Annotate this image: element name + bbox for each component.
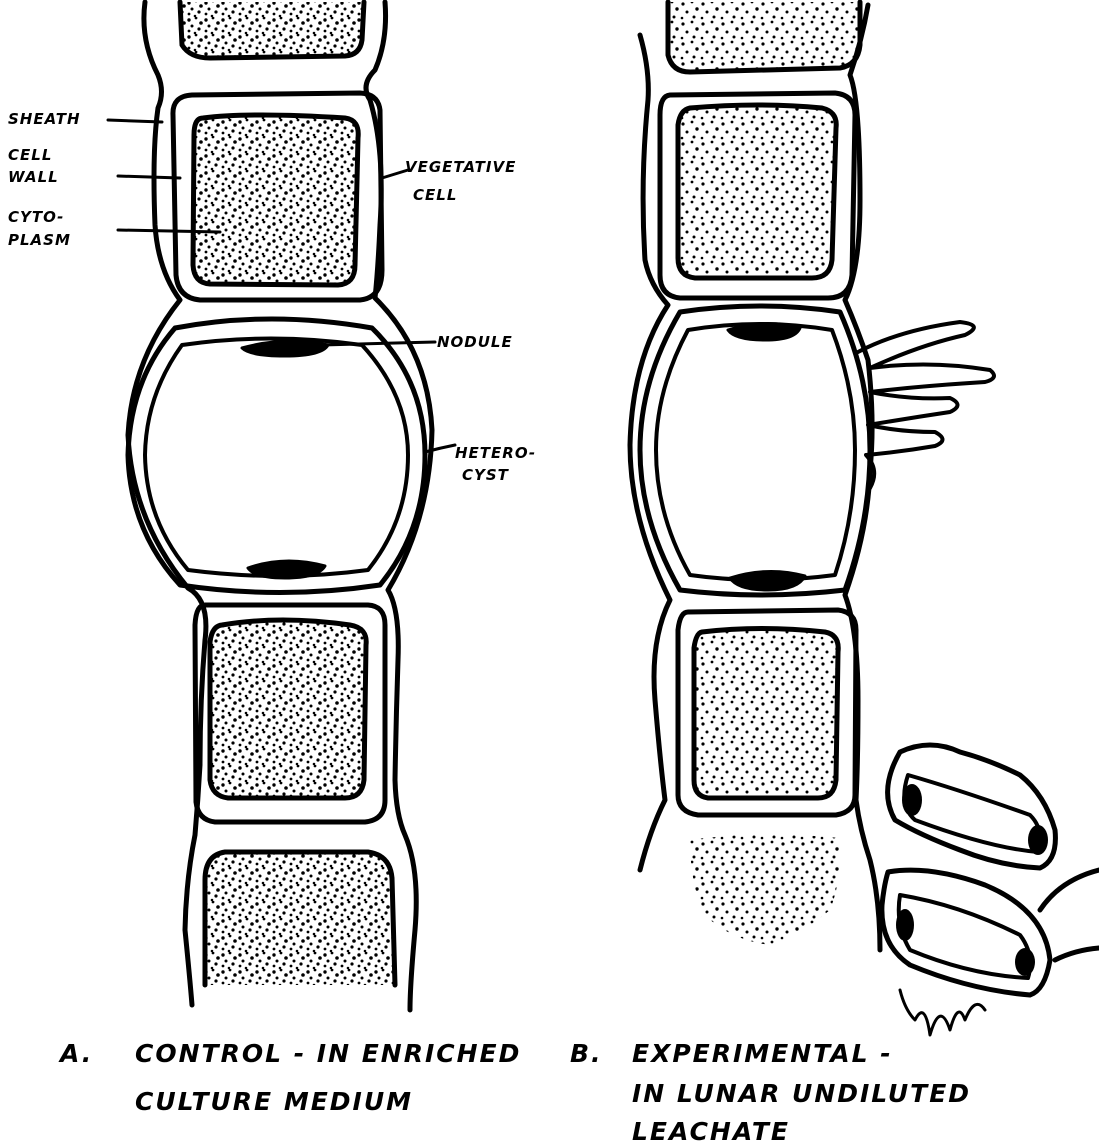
label-cytoplasm-2: PLASM <box>8 231 71 249</box>
sheath-leader <box>108 120 162 122</box>
label-nodule: NODULE <box>437 333 513 351</box>
caption-b-line2: IN LUNAR UNDILUTED <box>632 1079 971 1108</box>
cell-wall-leader <box>118 176 180 178</box>
b-top-cut-cell <box>668 2 860 72</box>
caption-b-line1: EXPERIMENTAL - <box>632 1039 893 1068</box>
label-cell-wall-2: WALL <box>8 168 59 186</box>
caption-b-line3: LEACHATE <box>632 1117 790 1143</box>
panel-b <box>630 2 1099 1035</box>
bottom-cut-cell <box>205 852 395 985</box>
b-disintegrating-cell <box>690 834 840 945</box>
cytoplasm-1 <box>193 115 358 285</box>
caption-a-letter: A. <box>58 1039 93 1068</box>
b-nodule-top <box>728 323 800 340</box>
label-vegetative-2: CELL <box>413 186 457 204</box>
cytoplasm-2 <box>210 620 366 798</box>
b-heterocyst-outer <box>640 306 870 595</box>
b-nodule-bottom <box>730 571 805 590</box>
b-heterocyst-inner <box>656 324 855 580</box>
caption-a-line2: CULTURE MEDIUM <box>135 1087 413 1116</box>
detached-cell-fringe <box>900 990 985 1035</box>
cytoplasm-leader <box>118 230 220 232</box>
top-cut-cell <box>180 2 364 58</box>
finger-projections <box>858 322 994 488</box>
nodule-bottom <box>248 561 325 578</box>
label-vegetative-1: VEGETATIVE <box>405 158 516 176</box>
detached-cell-inner-1 <box>904 775 1040 852</box>
b-cytoplasm-1 <box>678 105 836 278</box>
label-heterocyst-2: CYST <box>462 466 510 484</box>
caption-a-line1: CONTROL - IN ENRICHED <box>135 1039 521 1068</box>
caption-b-letter: B. <box>570 1039 603 1068</box>
label-cytoplasm-1: CYTO- <box>8 208 64 226</box>
b-cytoplasm-2 <box>694 629 838 799</box>
b-sheath-left-outline <box>630 35 670 870</box>
heterocyst-inner <box>145 339 408 577</box>
panel-a <box>128 2 432 1010</box>
detached-cell-inner-2 <box>899 895 1030 978</box>
label-cell-wall-1: CELL <box>8 146 52 164</box>
label-heterocyst-1: HETERO- <box>455 444 536 462</box>
nodule-top <box>242 341 328 356</box>
label-sheath: SHEATH <box>8 110 81 128</box>
